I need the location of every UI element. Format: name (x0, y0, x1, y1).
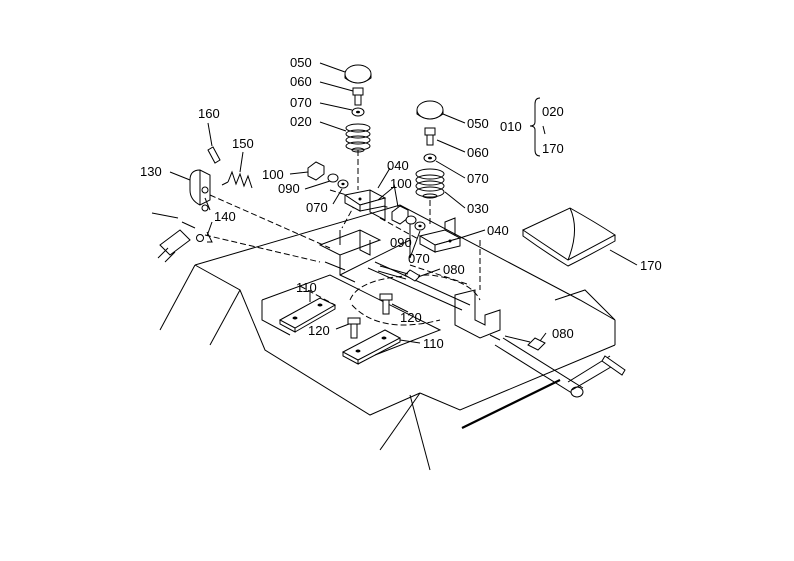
label-080-right: 080 (552, 326, 574, 341)
label-120-right: 120 (400, 310, 422, 325)
label-150: 150 (232, 136, 254, 151)
cap-050-right (416, 100, 444, 120)
label-060-left: 060 (290, 74, 312, 89)
label-050-right: 050 (467, 116, 489, 131)
pivot-shaft (489, 334, 626, 398)
spring-150 (221, 170, 253, 189)
plate-110-left (278, 297, 337, 333)
washer-070-top-left (351, 107, 365, 117)
label-010-020: 020 (542, 104, 564, 119)
nut-100-left (307, 161, 325, 181)
washer-090-left (327, 173, 339, 183)
mower-deck (159, 204, 616, 471)
nut-100-right (391, 205, 409, 225)
label-170: 170 (640, 258, 662, 273)
spring-020 (345, 123, 371, 153)
label-070-mid-right: 070 (408, 251, 430, 266)
label-120-left: 120 (308, 323, 330, 338)
label-090-left: 090 (278, 181, 300, 196)
label-130: 130 (140, 164, 162, 179)
group-bracket-010 (529, 97, 546, 157)
label-110-left: 110 (296, 280, 317, 295)
pivot-lever-130 (189, 169, 211, 212)
washer-090-right (405, 215, 417, 225)
spring-030 (415, 168, 445, 199)
bolt-120-left (347, 317, 361, 339)
label-140: 140 (214, 209, 236, 224)
bolt-060-right (424, 127, 436, 146)
bolt-060-left (352, 87, 364, 106)
label-080-center: 080 (443, 262, 465, 277)
bracket-040-right (418, 217, 462, 253)
label-050-left: 050 (290, 55, 312, 70)
washer-070-mid-left (337, 179, 349, 189)
centerlines (204, 150, 481, 306)
label-040-left: 040 (387, 158, 409, 173)
label-110-right: 110 (423, 336, 444, 351)
manual-book-170 (521, 207, 616, 267)
lever-body-140 (151, 212, 213, 263)
bracket-040-left (343, 189, 387, 221)
label-040-right: 040 (487, 223, 509, 238)
leader-lines (169, 62, 638, 344)
label-060-right: 060 (467, 145, 489, 160)
washer-070-mid-right (414, 221, 426, 231)
bolt-120-right (379, 293, 393, 315)
label-010: 010 (500, 119, 522, 134)
label-070-top-left: 070 (290, 95, 312, 110)
label-070-mid-left: 070 (306, 200, 328, 215)
bolt-080-right (504, 335, 546, 351)
label-100-right: 100 (390, 176, 412, 191)
washer-070-top-right (423, 153, 437, 163)
label-160: 160 (198, 106, 220, 121)
label-030: 030 (467, 201, 489, 216)
callout-labels: 050 060 070 020 050 060 070 030 010 020 … (140, 55, 662, 351)
label-070-top-right: 070 (467, 171, 489, 186)
plate-110-right (341, 329, 402, 365)
label-090-right: 090 (390, 235, 412, 250)
cap-050-left (344, 64, 372, 84)
pin-160 (207, 146, 221, 164)
label-020: 020 (290, 114, 312, 129)
label-100-left: 100 (262, 167, 284, 182)
label-010-170: 170 (542, 141, 564, 156)
